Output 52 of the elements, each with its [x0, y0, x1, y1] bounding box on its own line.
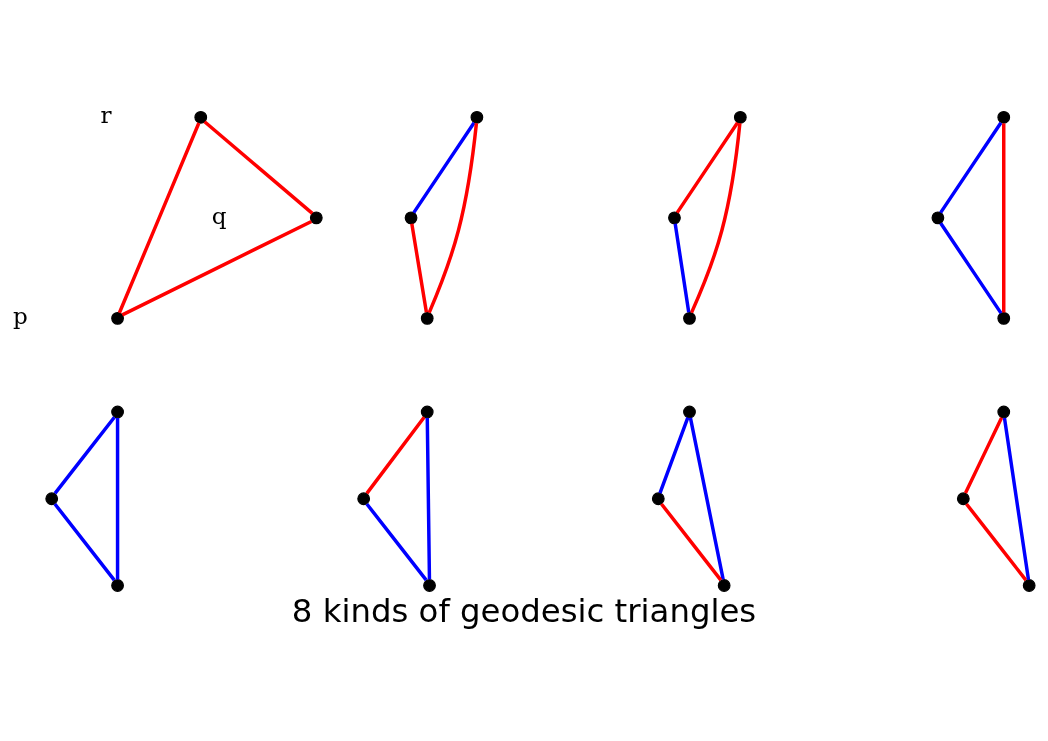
- node-label: q: [211, 202, 227, 229]
- node-circle: [651, 492, 665, 506]
- node-circle: [997, 405, 1011, 419]
- connector: [673, 223, 691, 313]
- connector: [365, 502, 428, 582]
- node-circle: [733, 110, 747, 124]
- node-circle: [1022, 579, 1036, 592]
- connector: [115, 418, 120, 580]
- node-circle: [717, 579, 731, 592]
- connector: [117, 122, 201, 314]
- connector: [53, 502, 116, 582]
- connector: [1002, 123, 1006, 313]
- node-circle: [470, 110, 484, 124]
- node-circle: [45, 492, 59, 506]
- node-circle: [420, 405, 434, 419]
- connector: [1002, 417, 1031, 580]
- node-circle: [997, 311, 1011, 325]
- node-circle: [420, 311, 434, 325]
- connector: [963, 416, 1004, 494]
- connector: [427, 123, 479, 314]
- node-circle: [683, 405, 696, 419]
- connector: [412, 121, 476, 214]
- connector: [410, 223, 429, 313]
- node-circle: [111, 579, 124, 592]
- connector: [203, 120, 314, 215]
- node-circle: [404, 211, 418, 225]
- node-circle: [668, 211, 681, 225]
- connector: [425, 418, 432, 580]
- node-circle: [111, 405, 124, 419]
- node-circle: [423, 579, 436, 592]
- connector: [965, 502, 1028, 582]
- connector: [690, 123, 742, 314]
- connector: [658, 417, 690, 494]
- node-circle: [683, 311, 696, 325]
- connector: [121, 219, 313, 317]
- node-circle: [111, 311, 124, 325]
- node-circle: [194, 110, 208, 124]
- node-circle: [309, 211, 323, 225]
- node-circle: [931, 211, 945, 225]
- node-label: p: [13, 303, 28, 330]
- connector: [660, 502, 723, 582]
- node-circle: [956, 492, 970, 506]
- connector: [365, 416, 426, 495]
- connector: [53, 416, 116, 495]
- connector: [675, 121, 739, 214]
- node-label: r: [100, 102, 112, 129]
- node-circle: [997, 110, 1011, 124]
- connector: [939, 222, 1003, 315]
- caption: 8 kinds of geodesic triangles: [291, 591, 757, 630]
- connector: [939, 121, 1003, 214]
- node-circle: [357, 492, 371, 506]
- connector: [688, 417, 725, 580]
